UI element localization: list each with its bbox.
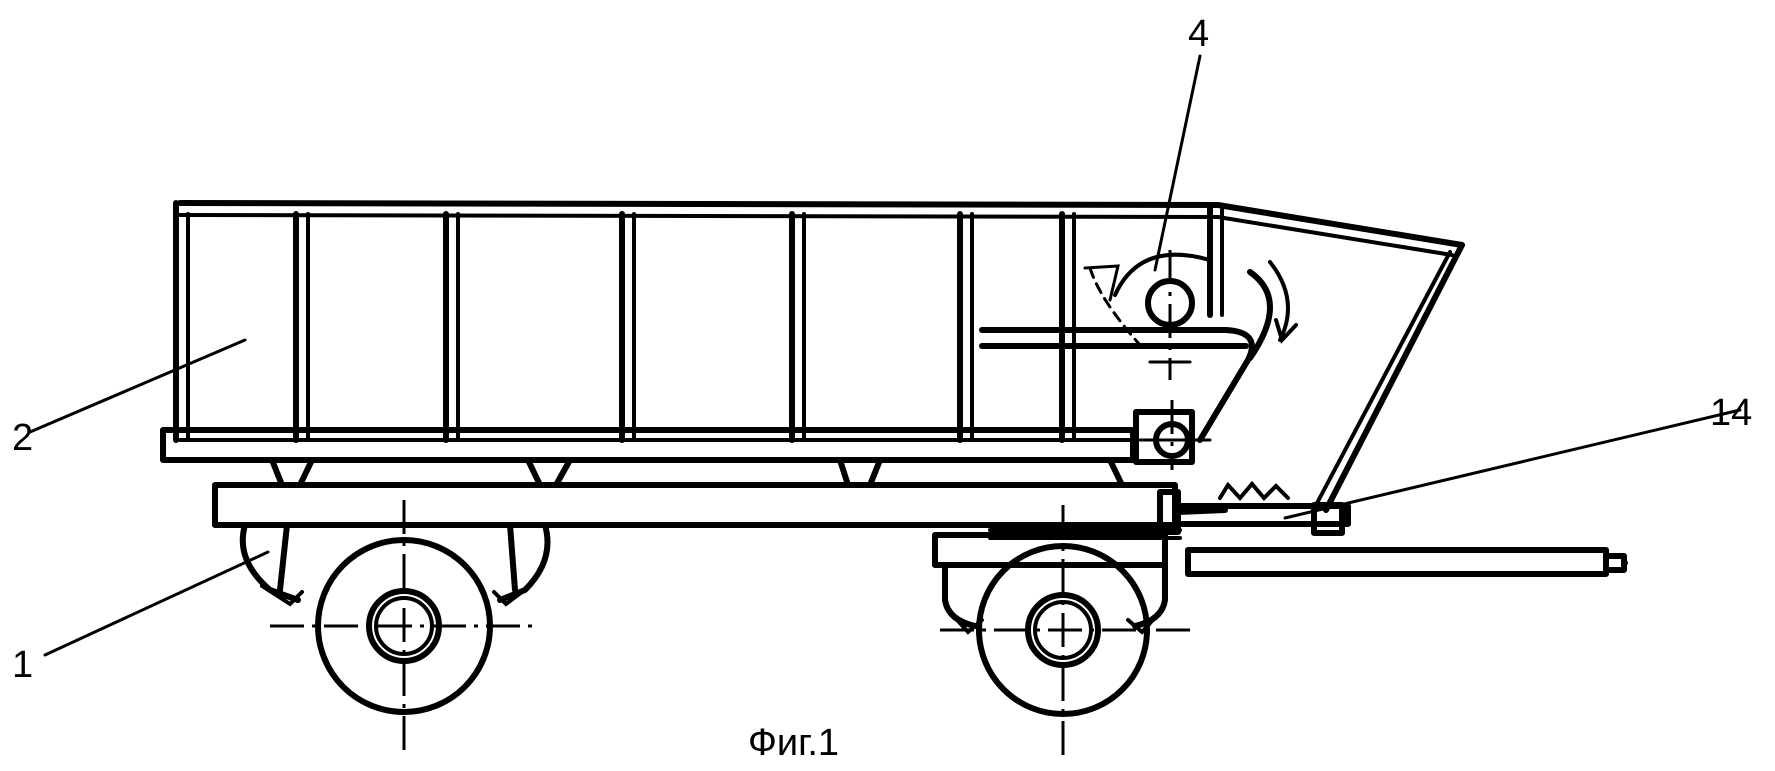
rotor-mechanism xyxy=(982,250,1296,470)
chassis-frame xyxy=(215,460,1348,532)
rear-axle-assembly xyxy=(243,500,548,755)
front-axle-assembly xyxy=(935,505,1625,758)
rear-wheel xyxy=(270,500,540,755)
label-14: 14 xyxy=(1710,392,1752,434)
figure-caption: Фиг.1 xyxy=(748,722,839,764)
label-1: 1 xyxy=(12,644,33,686)
front-guard xyxy=(1314,245,1462,533)
label-2: 2 xyxy=(12,417,33,459)
leader-lines xyxy=(30,56,1740,655)
body-posts xyxy=(296,208,1222,440)
label-4: 4 xyxy=(1188,13,1209,55)
front-wheel xyxy=(940,505,1190,758)
